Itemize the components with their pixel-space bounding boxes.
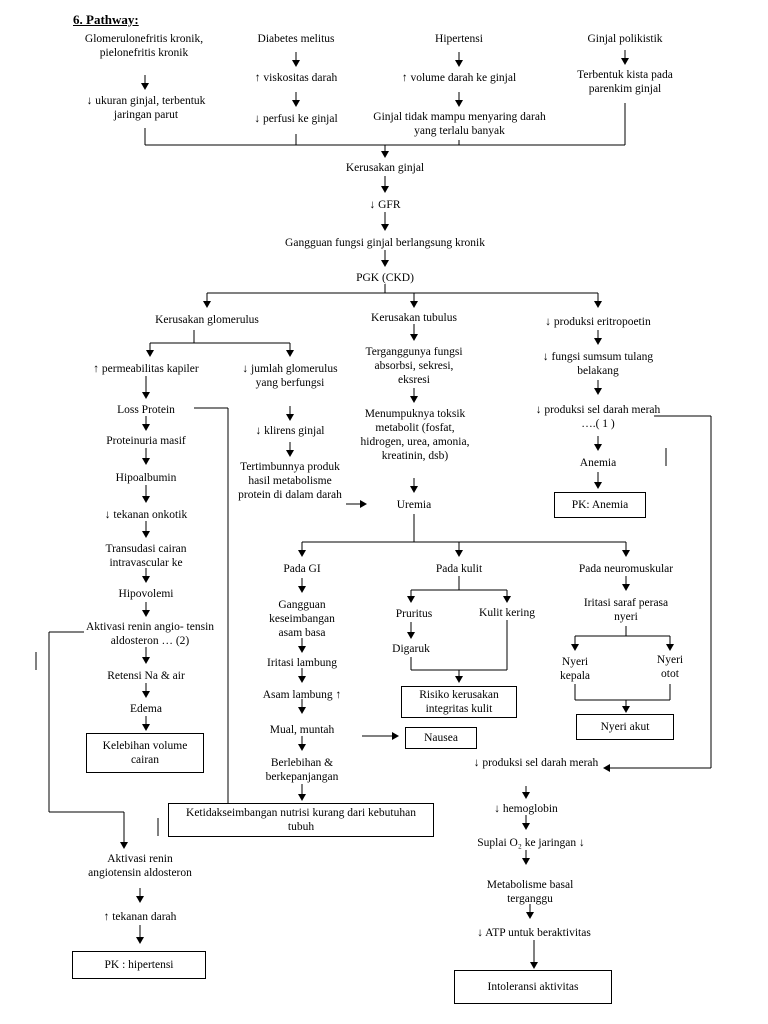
page-title: 6. Pathway: — [73, 12, 139, 27]
kerusakan-glomerulus: Kerusakan glomerulus — [155, 314, 259, 326]
aktivasi-renin-angiotensin: Aktivasi renin angiotensin aldosteron — [88, 853, 192, 879]
nyeri-otot: Nyeri otot — [656, 654, 684, 680]
uremia: Uremia — [396, 499, 432, 511]
tekanan-onkotik: ↓ tekanan onkotik — [104, 509, 188, 521]
cause-glomerulonefritis: Glomerulonefritis kronik, pielonefritis … — [84, 33, 204, 59]
hipoalbumin: Hipoalbumin — [115, 472, 177, 484]
pk-hipertensi-box: PK : hipertensi — [72, 951, 206, 979]
pk-anemia-box: PK: Anemia — [554, 492, 646, 518]
menumpuk-toksik: Menumpuknya toksik metabolit (fosfat, hi… — [360, 408, 470, 462]
kista-text: Terbentuk kista pada parenkim ginjal — [577, 69, 673, 95]
mual-muntah: Mual, muntah — [269, 724, 335, 736]
tertimbun-produk: Tertimbunnya produk hasil metabolisme pr… — [238, 461, 342, 501]
gangguan-asam-basa: Gangguan keseimbangan asam basa — [269, 599, 335, 639]
kerusakan-ginjal: Kerusakan ginjal — [345, 162, 425, 174]
nyeri-akut-box: Nyeri akut — [576, 714, 674, 740]
berlebihan-berkepanjangan: Berlebihan & berkepanjangan — [265, 757, 339, 783]
cause-hipertensi: Hipertensi — [435, 33, 483, 45]
gangguan-fungsi-text: Gangguan fungsi ginjal berlangsung kroni… — [285, 237, 485, 249]
produksi-eritropoetin: ↓ produksi eritropoetin — [545, 316, 651, 328]
kelebihan-volume-box: Kelebihan volume cairan — [86, 733, 204, 773]
produksi-sel-darah-merah: ↓ produksi sel darah merah — [473, 757, 599, 769]
volume-darah-text: ↑ volume darah ke ginjal — [401, 72, 517, 84]
hemoglobin: ↓ hemoglobin — [494, 803, 558, 815]
tidak-mampu-menyaring-text: Ginjal tidak mampu menyaring darah yang … — [373, 111, 546, 137]
intoleransi-aktivitas-box: Intoleransi aktivitas — [454, 970, 612, 1004]
edema: Edema — [130, 703, 162, 715]
nausea-box: Nausea — [405, 727, 477, 749]
digaruk: Digaruk — [392, 643, 430, 655]
pruritus: Pruritus — [395, 608, 433, 620]
anemia: Anemia — [579, 457, 617, 469]
fungsi-sumsum: ↓ fungsi sumsum tulang belakang — [542, 351, 654, 377]
terganggu-fungsi: Terganggunya fungsi absorbsi, sekresi, e… — [365, 346, 463, 386]
nutrisi-box: Ketidakseimbangan nutrisi kurang dari ke… — [168, 803, 434, 837]
atp-beraktivitas: ↓ ATP untuk beraktivitas — [477, 927, 591, 939]
risiko-kulit-box: Risiko kerusakan integritas kulit — [401, 686, 517, 718]
gfr-text: ↓ GFR — [369, 199, 401, 211]
perfusi-text: ↓ perfusi ke ginjal — [254, 113, 338, 125]
proteinuria: Proteinuria masif — [106, 435, 186, 447]
iritasi-lambung: Iritasi lambung — [267, 657, 337, 669]
suplai-o2: Suplai O₂ ke jaringan ↓ — [477, 837, 585, 849]
cause-diabetes: Diabetes melitus — [257, 33, 335, 45]
pgk-ckd: PGK (CKD) — [356, 272, 414, 284]
produksi-sel-darah-1: ↓ produksi sel darah merah ….( 1 ) — [535, 404, 661, 430]
hipovolemi: Hipovolemi — [118, 588, 174, 600]
permeabilitas-kapiler: ↑ permeabilitas kapiler — [93, 363, 199, 375]
kerusakan-tubulus: Kerusakan tubulus — [371, 312, 457, 324]
pada-gi: Pada GI — [283, 563, 321, 575]
nyeri-kepala: Nyeri kepala — [559, 656, 590, 682]
retensi-na: Retensi Na & air — [107, 670, 185, 682]
pada-neuromuskular: Pada neuromuskular — [578, 563, 674, 575]
aktivasi-renin-2: Aktivasi renin angio- tensin aldosteron … — [85, 621, 215, 647]
pada-kulit: Pada kulit — [435, 563, 483, 575]
klirens-ginjal: ↓ klirens ginjal — [255, 425, 325, 437]
loss-protein: Loss Protein — [117, 404, 175, 416]
jumlah-glomerulus: ↓ jumlah glomerulus yang berfungsi — [242, 363, 338, 389]
transudasi-cairan: Transudasi cairan intravascular ke — [105, 543, 187, 569]
viskositas-text: ↑ viskositas darah — [254, 72, 338, 84]
iritasi-saraf: Iritasi saraf perasa nyeri — [583, 597, 669, 623]
kulit-kering: Kulit kering — [479, 607, 535, 619]
ukuran-ginjal-text: ↓ ukuran ginjal, terbentuk jaringan paru… — [86, 95, 206, 121]
metabolisme-basal: Metabolisme basal terganggu — [486, 879, 574, 905]
asam-lambung: Asam lambung ↑ — [262, 689, 342, 701]
cause-polikistik: Ginjal polikistik — [587, 33, 663, 45]
tekanan-darah: ↑ tekanan darah — [103, 911, 177, 923]
